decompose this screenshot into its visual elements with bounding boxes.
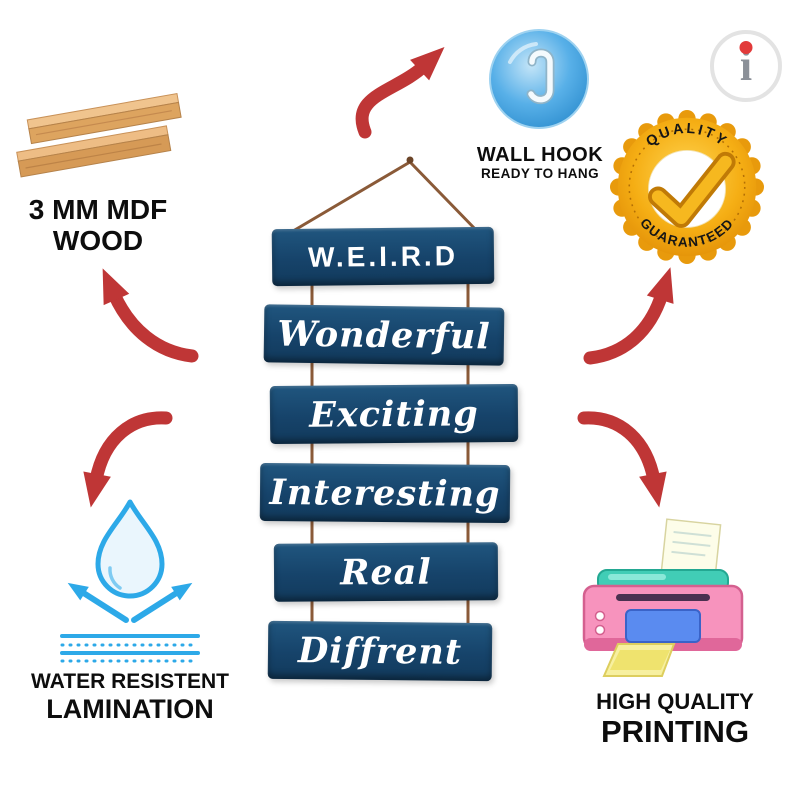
printing-line2: PRINTING: [600, 713, 750, 749]
sign-plank-interesting: Interesting: [259, 462, 511, 524]
brand-logo-letter: i: [739, 41, 753, 90]
arrow-to-mdf-wood-icon: [102, 268, 199, 363]
printing-caption: HIGH QUALITY PRINTING: [572, 689, 778, 749]
plank-text: Real: [340, 551, 432, 593]
mdf-wood-line2: WOOD: [52, 225, 144, 257]
plank-text: Wonderful: [277, 313, 491, 357]
water-resistant-icon: [60, 499, 200, 663]
plank-text: Interesting: [269, 471, 501, 515]
sign-plank-weird: W.E.I.R.D: [271, 226, 495, 287]
printer-icon: [582, 518, 744, 677]
badge-checkmark-icon: [648, 151, 736, 228]
wall-hook-icon: [489, 29, 589, 129]
arrow-to-printing-icon: [577, 411, 667, 508]
plank-text: W.E.I.R.D: [307, 239, 459, 273]
arrow-to-wall-hook-icon: [355, 46, 445, 139]
mdf-wood-line1: 3 MM MDF: [28, 194, 168, 225]
printing-line1: HIGH QUALITY: [596, 689, 754, 714]
wall-hook-line1: WALL HOOK: [476, 144, 604, 166]
wall-hook-caption: WALL HOOK READY TO HANG: [452, 144, 628, 182]
brand-logo: i: [710, 30, 782, 102]
sign-plank-wonderful: Wonderful: [263, 304, 505, 366]
plank-text: Exciting: [309, 392, 479, 436]
plank-text: Diffrent: [297, 629, 463, 673]
lamination-line1: WATER RESISTENT: [31, 670, 229, 693]
wall-hook-line2: READY TO HANG: [481, 166, 599, 182]
lamination-caption: WATER RESISTENT LAMINATION: [8, 670, 252, 724]
arrow-to-lamination-icon: [83, 411, 173, 508]
mdf-wood-caption: 3 MM MDF WOOD: [0, 194, 196, 257]
mdf-wood-boards-icon: [16, 92, 182, 178]
sign-plank-diffrent: Diffrent: [267, 620, 493, 682]
arrow-to-quality-badge-icon: [583, 267, 674, 365]
sign-plank-exciting: Exciting: [269, 383, 519, 445]
quality-guaranteed-badge-icon: QUALITY GUARANTEED: [610, 110, 764, 264]
brand-logo-dot-icon: [739, 41, 753, 54]
sign-plank-real: Real: [273, 542, 499, 602]
lamination-line2: LAMINATION: [46, 693, 214, 724]
